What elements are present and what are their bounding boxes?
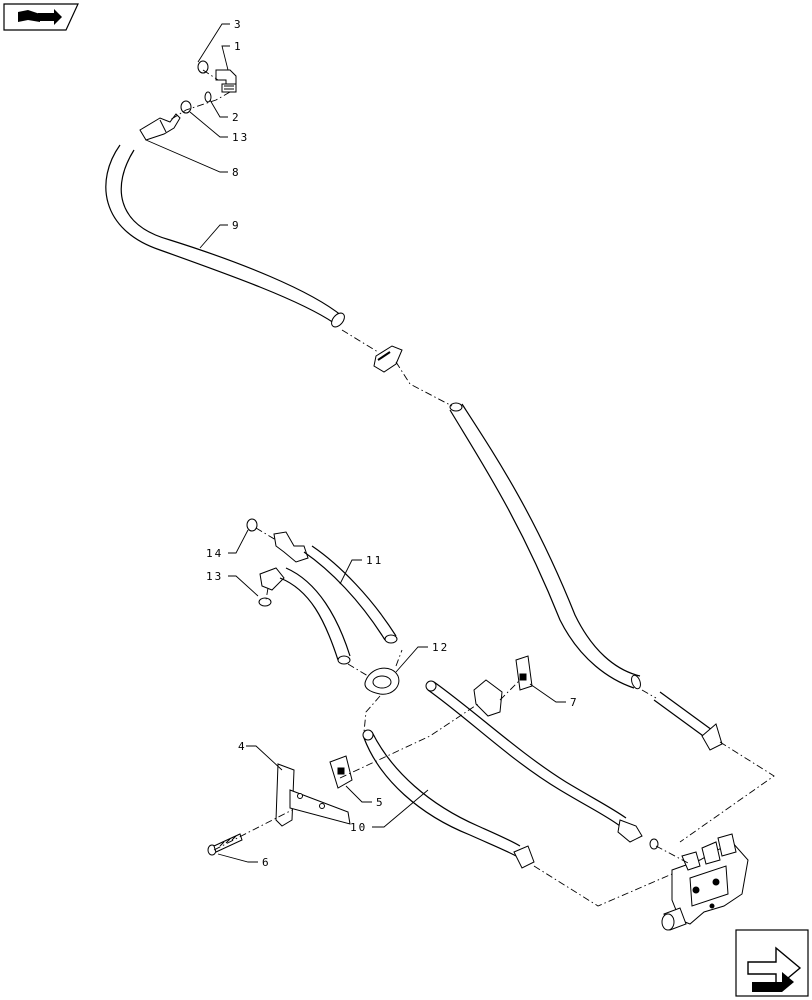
elbow-fitting-part-1 (215, 69, 237, 93)
o-ring-part-3 (197, 60, 209, 74)
callout-13-upper: 13 (232, 131, 249, 144)
callout-2: 2 (232, 111, 241, 124)
hose-lower-left (279, 567, 351, 665)
callout-9: 9 (232, 219, 241, 232)
hose-part-10 (362, 729, 535, 869)
hose-part-9 (105, 144, 345, 328)
callout-6: 6 (262, 856, 271, 869)
callout-13-lower: 13 (206, 570, 223, 583)
hose-clip-upper (373, 345, 403, 373)
o-ring-part-14 (246, 518, 258, 532)
clamp-part-12 (364, 667, 400, 695)
leader-lines (145, 23, 566, 863)
book-arrow-icon[interactable] (3, 3, 79, 31)
hose-lower-middle (425, 680, 659, 850)
assembly-lines (169, 69, 775, 907)
hose-fitting-part-8 (139, 113, 181, 141)
o-ring-part-2 (204, 91, 212, 103)
hose-part-11 (303, 545, 398, 644)
bracket-part-4 (275, 763, 351, 827)
hose-long-right (449, 402, 723, 751)
callout-1: 1 (234, 40, 243, 53)
next-page-arrow-icon[interactable] (735, 929, 809, 997)
callout-11: 11 (366, 554, 383, 567)
screw-part-6 (207, 833, 243, 856)
callout-12: 12 (432, 641, 449, 654)
callout-10: 10 (350, 821, 367, 834)
callout-4: 4 (238, 740, 247, 753)
clip-part-7 (473, 655, 533, 717)
callout-7: 7 (570, 696, 579, 709)
hose-fitting-upper-left (273, 531, 309, 563)
callout-14: 14 (206, 547, 223, 560)
nut-part-13-upper (180, 100, 192, 114)
elbow-fitting-part-13-lower (258, 567, 285, 607)
callout-5: 5 (376, 796, 385, 809)
clamp-block-part-5 (329, 755, 353, 789)
callout-8: 8 (232, 166, 241, 179)
callout-3: 3 (234, 18, 243, 31)
control-valve (661, 833, 749, 931)
callout-labels: 3 1 2 13 8 9 14 13 11 12 7 4 5 10 6 (206, 18, 579, 869)
